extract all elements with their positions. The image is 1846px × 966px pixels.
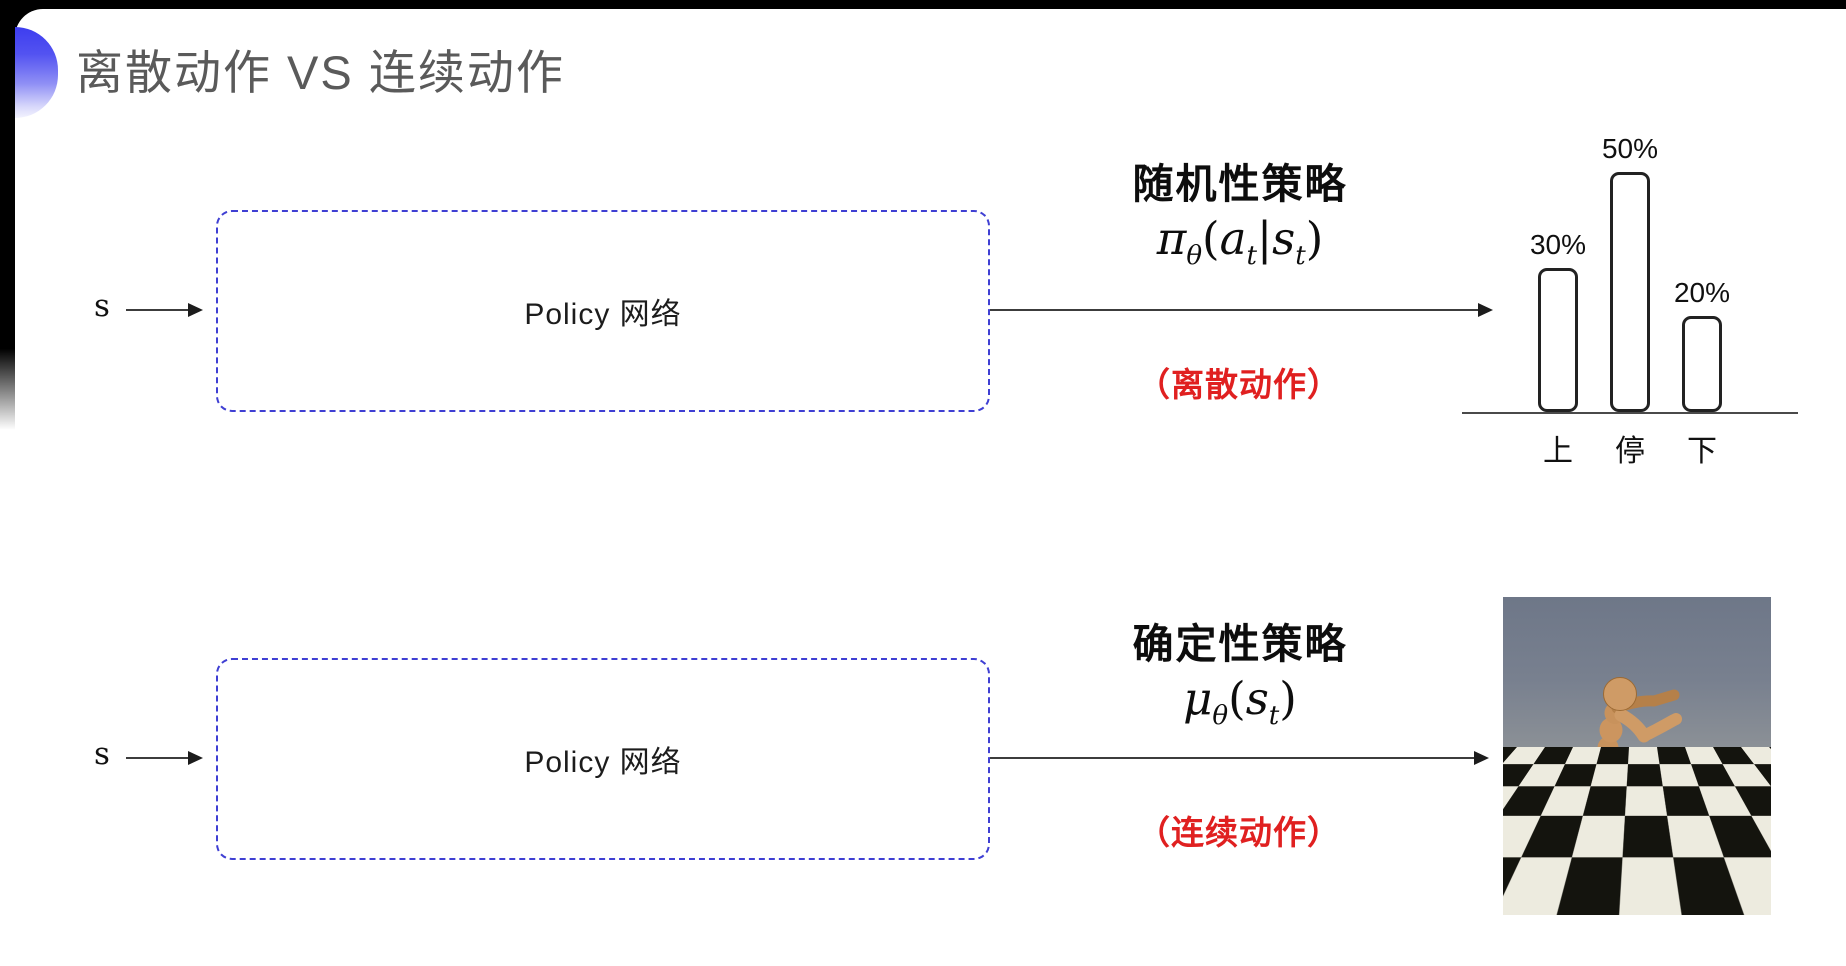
bar-value-label: 30% [1529,229,1587,260]
policy-network-box-continuous: Policy 网络 [216,658,990,860]
action-type-note-discrete: （离散动作） [1137,366,1341,403]
bar-category-label: 上 [1543,435,1573,468]
arrow-state-to-policy-continuous [126,750,203,765]
formula-close-paren: ) [1305,212,1324,265]
policy-formula-discrete: πθ(at|st) [1070,212,1410,271]
state-input-label-continuous: s [94,736,110,772]
letterbox-left-bar [0,60,15,430]
formula-arg1-subscript: t [1246,241,1257,271]
arrow-policy-to-output-discrete [990,302,1493,317]
bar-group: 20% [1674,277,1730,412]
humanoid-simulation-image [1503,597,1771,915]
formula-symbol-subscript: θ [1212,701,1229,731]
policy-network-label-continuous: Policy 网络 [524,746,682,779]
formula-open-paren: ( [1202,212,1220,265]
formula-arg2-subscript: t [1295,241,1306,271]
formula-open-paren: ( [1228,672,1246,725]
state-input-label-discrete: s [94,288,110,324]
formula-arg1: a [1219,212,1247,265]
bar-value-label: 20% [1673,277,1731,308]
formula-close-paren: ) [1279,672,1297,725]
bar-chart-bars: 30% 50% 20% [1462,120,1798,414]
policy-type-title-continuous: 确定性策略 [1132,621,1348,667]
policy-network-label-discrete: Policy 网络 [524,298,682,331]
formula-symbol: π [1156,212,1187,265]
arrow-state-to-policy-discrete [126,302,203,317]
bar-chart-categories: 上停下 [1462,426,1798,470]
bar [1610,172,1650,412]
action-type-note-continuous: （连续动作） [1137,814,1341,851]
formula-symbol: μ [1183,672,1213,725]
letterbox-top-bar [0,0,1846,9]
bar-category-label: 下 [1687,435,1717,468]
formula-arg2: s [1272,212,1296,265]
page-title: 离散动作 VS 连续动作 [76,46,565,99]
bar [1538,268,1578,412]
policy-formula-continuous: μθ(st) [1070,672,1410,731]
bar-value-label: 50% [1601,133,1659,164]
formula-separator: | [1256,212,1273,265]
humanoid-figure [1503,677,1682,906]
action-probability-bar-chart: 30% 50% 20% 上 停 下 [1462,120,1798,470]
simulation-horizon-haze [1503,747,1771,802]
bar [1682,316,1722,412]
formula-symbol-subscript: θ [1186,241,1203,271]
formula-arg1: s [1245,672,1269,725]
arrow-policy-to-output-continuous [990,750,1489,765]
bar-group: 30% [1530,229,1586,412]
policy-network-box-discrete: Policy 网络 [216,210,990,412]
policy-type-title-discrete: 随机性策略 [1132,161,1348,207]
bar-group: 50% [1602,133,1658,412]
formula-arg1-subscript: t [1268,701,1280,731]
bar-category-label: 停 [1615,435,1645,468]
